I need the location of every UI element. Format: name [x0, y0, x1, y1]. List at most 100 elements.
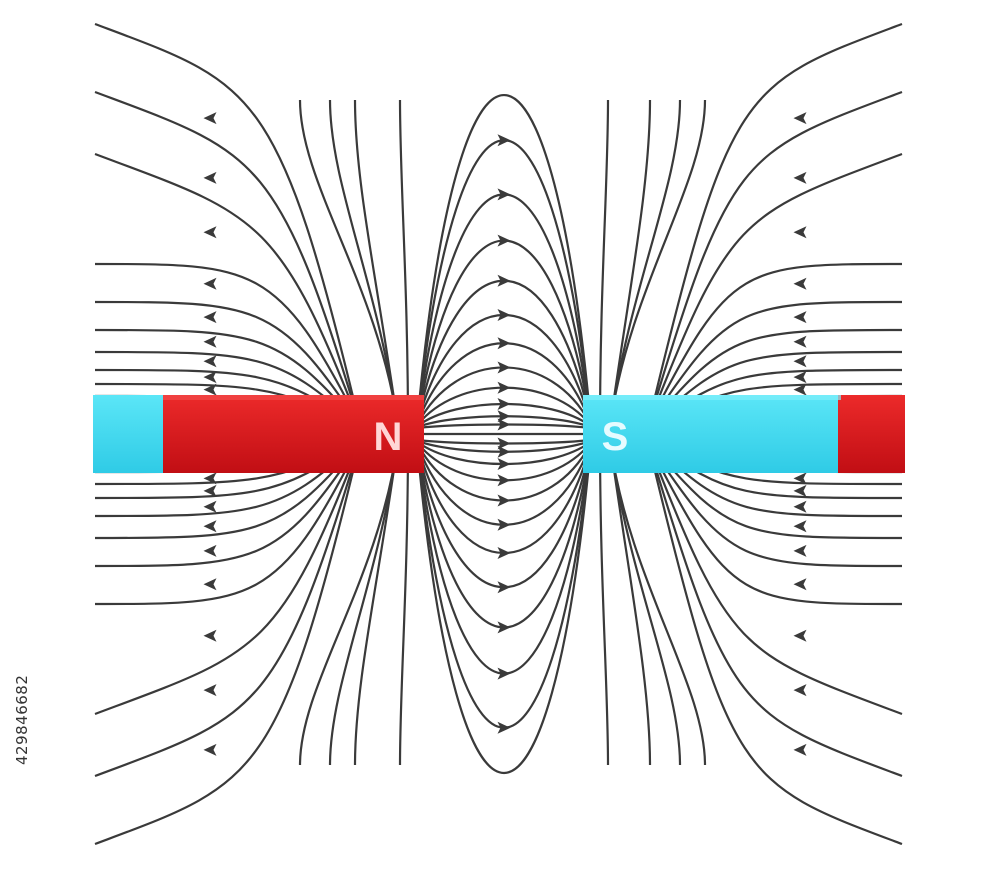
- arrowhead-icon: [793, 112, 807, 125]
- field-line-outer-left: [94, 444, 359, 568]
- field-line-outer-right: [648, 447, 903, 716]
- arrowhead-icon: [793, 171, 807, 184]
- arrowhead-icon: [497, 494, 511, 507]
- field-line-outer-right: [649, 442, 903, 540]
- arrowhead-icon: [793, 578, 807, 591]
- field-line-outer-right: [649, 328, 903, 426]
- arrowhead-icon: [793, 743, 807, 756]
- field-line-outer-right: [648, 90, 903, 420]
- field-line-outer: [608, 99, 707, 427]
- field-line-outer: [298, 441, 400, 766]
- field-line-outer-right: [649, 300, 903, 424]
- field-line-outer-left: [94, 442, 359, 540]
- arrowhead-icon: [203, 578, 217, 591]
- arrowhead-icon: [203, 335, 217, 348]
- arrowhead-icon: [203, 684, 217, 697]
- arrowhead-icon: [203, 355, 217, 368]
- right-magnet-north-end: [838, 395, 905, 473]
- arrowhead-icon: [497, 581, 511, 594]
- left-magnet-south-end: [93, 395, 165, 473]
- field-line-outer-right: [649, 444, 903, 568]
- field-line-middle: [416, 448, 592, 589]
- arrowhead-icon: [497, 721, 511, 734]
- right-magnet-south-end: [583, 395, 841, 473]
- arrowhead-icon: [497, 474, 511, 487]
- field-line-outer: [353, 99, 400, 427]
- arrowhead-icon: [793, 335, 807, 348]
- field-line-outer-right: [649, 262, 903, 423]
- arrowhead-icon: [793, 355, 807, 368]
- arrowhead-icon: [497, 458, 511, 471]
- field-line-outer-left: [94, 90, 360, 420]
- arrowhead-icon: [497, 518, 511, 531]
- field-line-outer-left: [94, 300, 359, 424]
- field-line-outer: [398, 99, 410, 431]
- field-line-outer: [608, 99, 682, 427]
- field-line-outer-left: [94, 448, 360, 778]
- arrowhead-icon: [497, 188, 511, 201]
- arrowhead-icon: [203, 226, 217, 239]
- arrowhead-icon: [203, 112, 217, 125]
- field-line-outer: [298, 99, 400, 427]
- field-line-outer: [608, 441, 682, 766]
- arrowhead-icon: [203, 277, 217, 290]
- stock-id-label: 429846682: [13, 674, 31, 766]
- field-line-outer-left: [94, 328, 359, 426]
- arrowhead-icon: [793, 544, 807, 557]
- arrowhead-icon: [793, 684, 807, 697]
- arrowhead-icon: [203, 544, 217, 557]
- arrowhead-icon: [793, 500, 807, 513]
- arrowhead-icon: [793, 520, 807, 533]
- field-line-middle: [416, 342, 592, 423]
- arrowhead-icon: [793, 371, 807, 384]
- arrowhead-icon: [793, 629, 807, 642]
- field-line-outer-left: [94, 152, 360, 421]
- arrowhead-icon: [497, 397, 511, 410]
- field-line-outer-right: [648, 448, 903, 778]
- arrowhead-icon: [203, 171, 217, 184]
- field-line-outer: [353, 441, 400, 766]
- left-magnet-north-end: [163, 395, 424, 473]
- arrowhead-icon: [497, 274, 511, 287]
- arrowhead-icon: [203, 520, 217, 533]
- arrowhead-icon: [793, 383, 807, 396]
- arrowhead-icon: [497, 547, 511, 560]
- arrowhead-icon: [497, 308, 511, 321]
- arrowhead-icon: [203, 371, 217, 384]
- field-line-outer: [608, 441, 652, 766]
- field-line-middle: [416, 279, 592, 420]
- field-line-outer: [328, 99, 400, 427]
- arrowhead-icon: [497, 667, 511, 680]
- field-line-outer: [598, 99, 610, 431]
- field-line-middle: [416, 445, 592, 526]
- arrowhead-icon: [793, 484, 807, 497]
- field-line-outer: [598, 437, 610, 766]
- field-line-outer-right: [648, 152, 903, 421]
- arrowhead-icon: [203, 484, 217, 497]
- field-line-outer: [608, 99, 652, 427]
- arrowhead-icon: [497, 621, 511, 634]
- field-line-outer: [398, 437, 410, 766]
- field-line-outer-left: [94, 22, 360, 418]
- south-pole-label: S: [602, 415, 629, 459]
- arrowhead-icon: [497, 410, 511, 423]
- field-line-outer-left: [94, 447, 360, 716]
- arrowhead-icon: [497, 361, 511, 374]
- arrowhead-icon: [203, 629, 217, 642]
- arrowhead-icon: [793, 226, 807, 239]
- field-line-outer-left: [94, 450, 360, 846]
- arrowhead-icon: [497, 437, 511, 450]
- field-line-outer-left: [94, 262, 359, 423]
- field-line-outer-right: [649, 445, 903, 606]
- north-pole-label: N: [374, 415, 403, 459]
- arrowhead-icon: [497, 445, 511, 458]
- arrowhead-icon: [203, 472, 217, 485]
- left-bar-magnet: N: [93, 395, 424, 473]
- field-line-outer: [608, 441, 707, 766]
- arrowhead-icon: [497, 234, 511, 247]
- field-line-outer-left: [94, 445, 359, 606]
- arrowhead-icon: [203, 743, 217, 756]
- arrowhead-icon: [497, 381, 511, 394]
- field-line-middle: [416, 453, 592, 774]
